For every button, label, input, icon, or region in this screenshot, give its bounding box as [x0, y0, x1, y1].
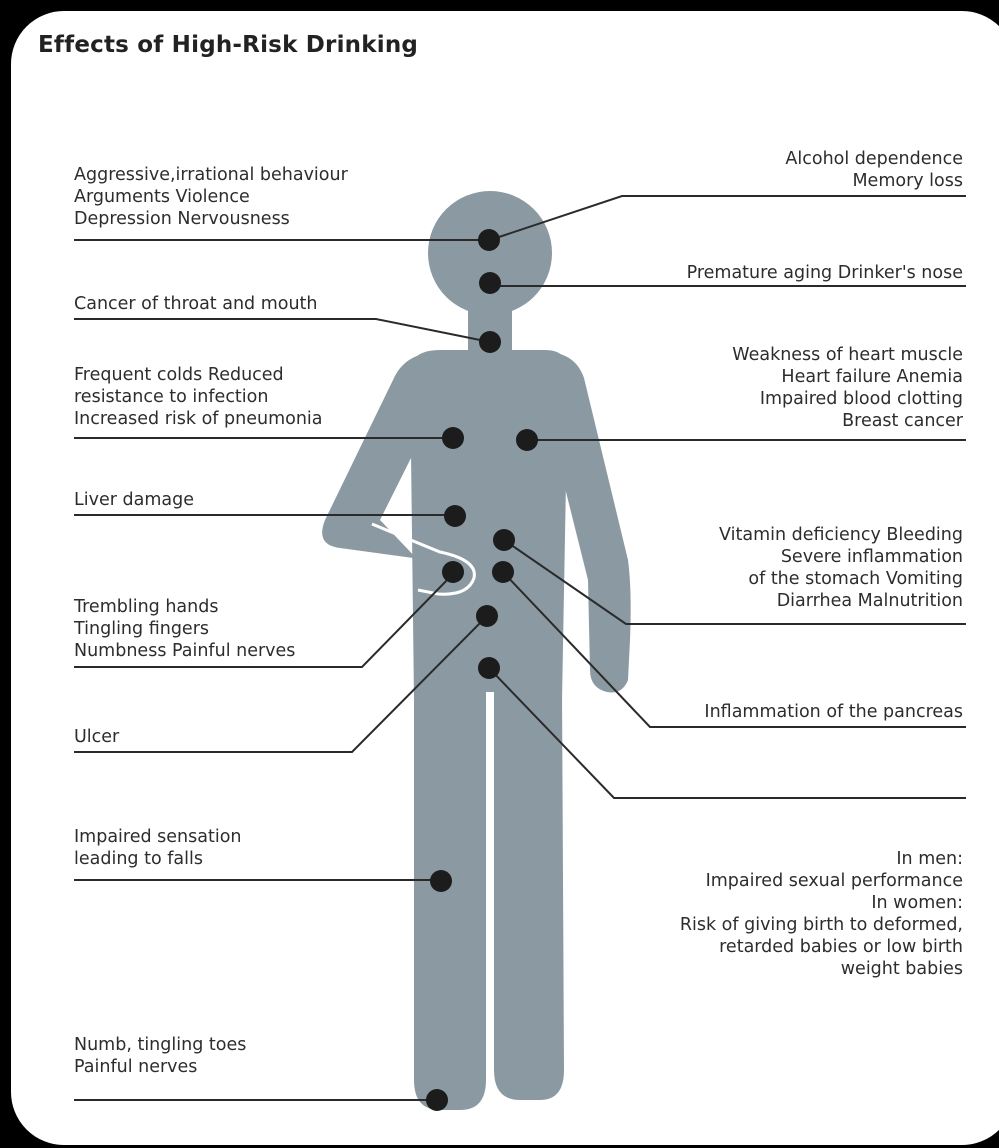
label-reproductive-line-2: Impaired sexual performance	[680, 870, 963, 892]
label-legs-line-1: Impaired sensation	[74, 826, 242, 848]
label-lungs-line-3: Increased risk of pneumonia	[74, 408, 323, 430]
leader-throat	[74, 319, 490, 342]
label-brain: Alcohol dependence Memory loss	[785, 148, 963, 192]
label-mind-line-3: Depression Nervousness	[74, 208, 348, 230]
dot-reproductive	[478, 657, 500, 679]
label-heart-line-4: Breast cancer	[732, 410, 963, 432]
figure-leg-left	[414, 690, 486, 1110]
human-figure	[322, 191, 631, 1112]
label-stomach-line-1: Vitamin deficiency Bleeding	[719, 524, 963, 546]
label-stomach: Vitamin deficiency Bleeding Severe infla…	[719, 524, 963, 612]
label-nose-line-1: Premature aging Drinker's nose	[687, 262, 963, 284]
figure-head	[428, 191, 552, 315]
dot-liver	[444, 505, 466, 527]
label-mind-line-1: Aggressive,irrational behaviour	[74, 164, 348, 186]
label-throat-line-1: Cancer of throat and mouth	[74, 293, 318, 315]
dot-lungs	[442, 427, 464, 449]
label-brain-line-2: Memory loss	[785, 170, 963, 192]
label-lungs-line-1: Frequent colds Reduced	[74, 364, 323, 386]
dot-throat	[479, 331, 501, 353]
figure-torso	[410, 350, 568, 700]
label-legs: Impaired sensation leading to falls	[74, 826, 242, 870]
label-feet: Numb, tingling toes Painful nerves	[74, 1034, 246, 1078]
label-stomach-line-3: of the stomach Vomiting	[719, 568, 963, 590]
label-hands-line-3: Numbness Painful nerves	[74, 640, 295, 662]
dot-mind	[478, 229, 500, 251]
label-ulcer: Ulcer	[74, 726, 119, 748]
label-reproductive-line-3: In women:	[680, 892, 963, 914]
label-lungs: Frequent colds Reduced resistance to inf…	[74, 364, 323, 430]
dot-pancreas	[492, 561, 514, 583]
figure-leg-gap	[486, 692, 494, 1112]
label-hands: Trembling hands Tingling fingers Numbnes…	[74, 596, 295, 662]
dot-hands	[442, 561, 464, 583]
label-mind-line-2: Arguments Violence	[74, 186, 348, 208]
label-feet-line-1: Numb, tingling toes	[74, 1034, 246, 1056]
label-pancreas: Inflammation of the pancreas	[704, 701, 963, 723]
dot-legs	[430, 870, 452, 892]
label-reproductive-line-4: Risk of giving birth to deformed,	[680, 914, 963, 936]
label-hands-line-2: Tingling fingers	[74, 618, 295, 640]
label-hands-line-1: Trembling hands	[74, 596, 295, 618]
label-liver-line-1: Liver damage	[74, 489, 194, 511]
label-reproductive-line-1: In men:	[680, 848, 963, 870]
label-reproductive: In men: Impaired sexual performance In w…	[680, 848, 963, 980]
label-reproductive-line-6: weight babies	[680, 958, 963, 980]
dot-feet	[426, 1089, 448, 1111]
figure-leg-right	[494, 690, 564, 1100]
label-mind: Aggressive,irrational behaviour Argument…	[74, 164, 348, 230]
label-feet-line-2: Painful nerves	[74, 1056, 246, 1078]
label-heart-line-1: Weakness of heart muscle	[732, 344, 963, 366]
label-heart: Weakness of heart muscle Heart failure A…	[732, 344, 963, 432]
label-liver: Liver damage	[74, 489, 194, 511]
dot-ulcer	[476, 605, 498, 627]
label-ulcer-line-1: Ulcer	[74, 726, 119, 748]
label-stomach-line-2: Severe inflammation	[719, 546, 963, 568]
label-brain-line-1: Alcohol dependence	[785, 148, 963, 170]
label-lungs-line-2: resistance to infection	[74, 386, 323, 408]
label-heart-line-2: Heart failure Anemia	[732, 366, 963, 388]
label-pancreas-line-1: Inflammation of the pancreas	[704, 701, 963, 723]
label-throat: Cancer of throat and mouth	[74, 293, 318, 315]
label-stomach-line-4: Diarrhea Malnutrition	[719, 590, 963, 612]
dot-stomach	[493, 529, 515, 551]
leader-brain	[490, 196, 966, 240]
dot-nose	[479, 272, 501, 294]
label-heart-line-3: Impaired blood clotting	[732, 388, 963, 410]
dot-heart	[516, 429, 538, 451]
label-nose: Premature aging Drinker's nose	[687, 262, 963, 284]
label-legs-line-2: leading to falls	[74, 848, 242, 870]
label-reproductive-line-5: retarded babies or low birth	[680, 936, 963, 958]
